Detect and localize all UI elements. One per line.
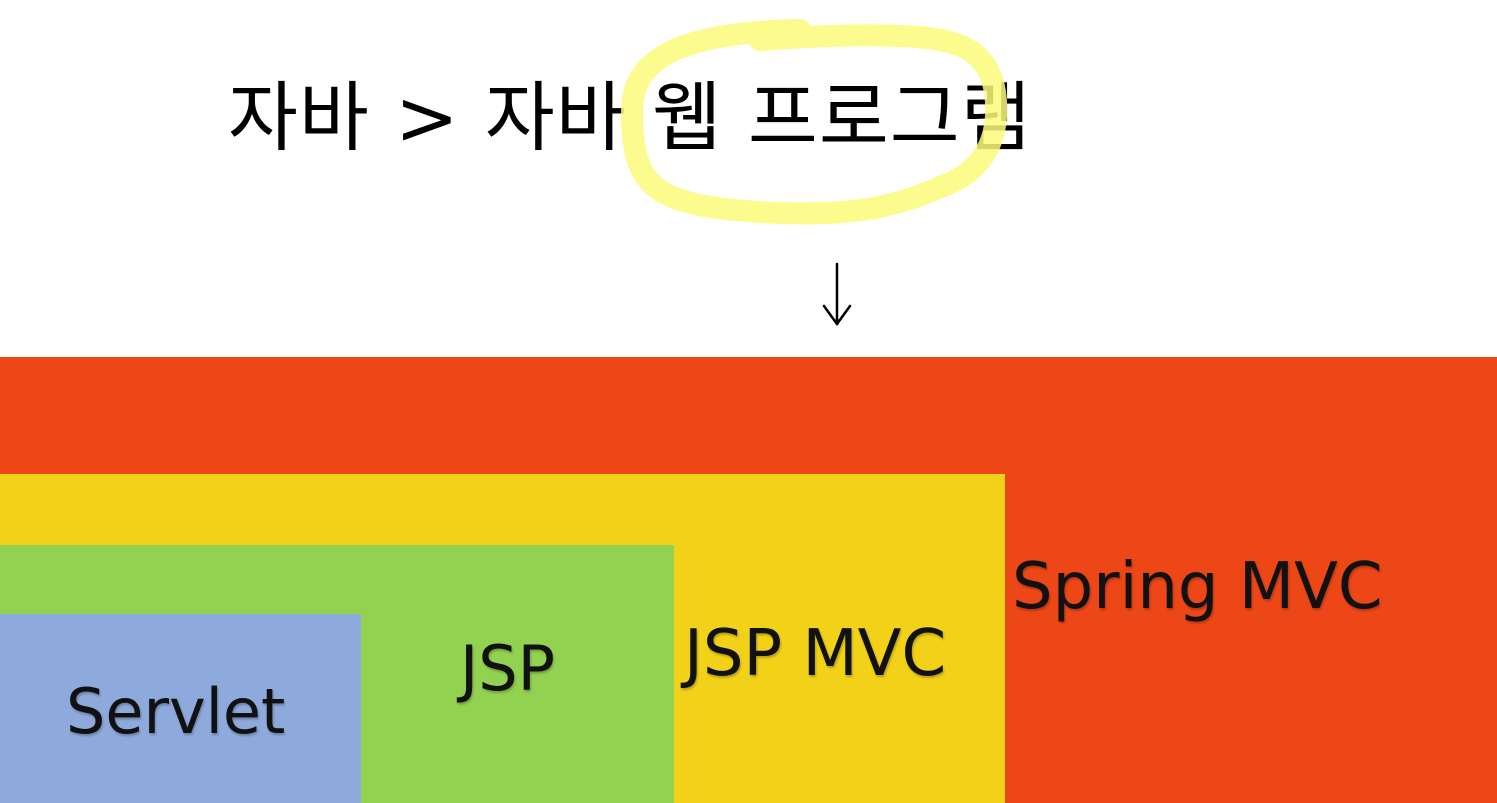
down-arrow-icon	[822, 262, 852, 326]
jsp-mvc-label: JSP MVC	[684, 617, 947, 691]
servlet-layer	[0, 614, 361, 803]
page-title: 자바 > 자바 웹 프로그램	[228, 73, 1032, 162]
spring-mvc-label: Spring MVC	[1012, 550, 1383, 624]
servlet-label: Servlet	[66, 675, 286, 748]
jsp-label: JSP	[460, 632, 556, 705]
